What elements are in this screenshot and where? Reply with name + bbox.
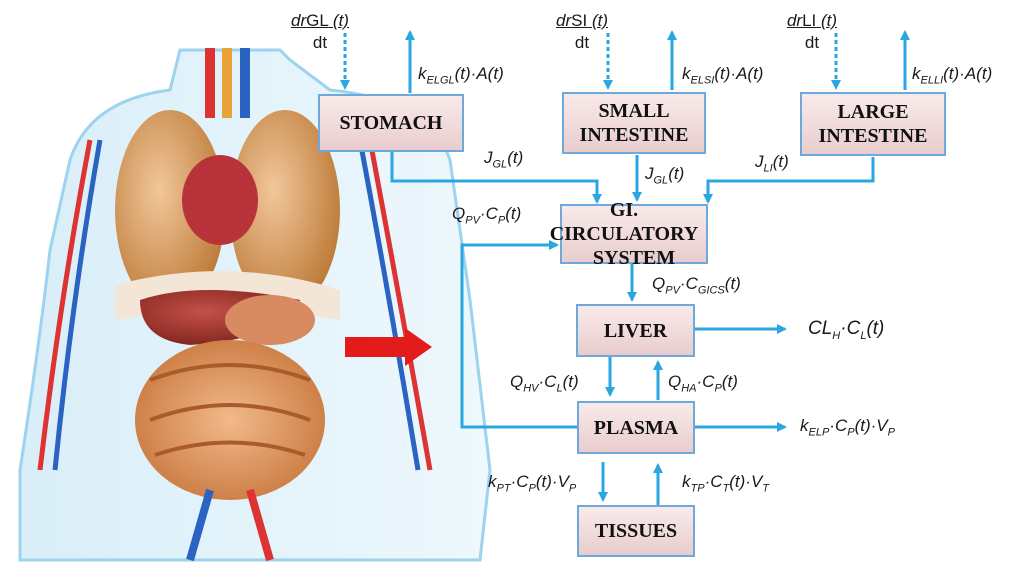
plasma-label: PLASMA bbox=[593, 416, 679, 439]
label-k-elgl: kELGL(t)·A(t) bbox=[418, 64, 504, 87]
large-intestine-label-2: INTESTINE bbox=[818, 125, 928, 147]
stomach-label: STOMACH bbox=[339, 112, 443, 134]
gi-circulatory-box: GI. CIRCULATORY SYSTEM bbox=[550, 199, 708, 269]
dissolution-gl-t: (t) bbox=[332, 11, 349, 30]
label-q-pv-cgics: QPV·CGICS(t) bbox=[652, 274, 741, 297]
gi-circulatory-label-1: GI. CIRCULATORY bbox=[549, 199, 699, 245]
dissolution-si-dr: dr bbox=[556, 11, 572, 30]
small-intestine-label-1: SMALL bbox=[598, 100, 670, 122]
label-q-hv: QHV·CL(t) bbox=[510, 372, 579, 395]
stomach-box: STOMACH bbox=[318, 94, 464, 152]
dissolution-li-t: (t) bbox=[821, 11, 838, 30]
tissues-label: TISSUES bbox=[594, 520, 678, 542]
dissolution-si-den: dt bbox=[574, 33, 590, 52]
label-j-gl-si: JGL(t) bbox=[645, 164, 685, 187]
label-k-elsi: kELSI(t)·A(t) bbox=[682, 64, 764, 87]
gi-circulatory-label-2: SYSTEM bbox=[592, 247, 676, 269]
label-k-tp: kTP·CT(t)·VT bbox=[682, 472, 770, 495]
dissolution-li-sub: LI bbox=[802, 11, 817, 30]
dissolution-si-t: (t) bbox=[591, 11, 608, 30]
tissues-box: TISSUES bbox=[577, 505, 695, 557]
dissolution-si: drSI (t) dt bbox=[542, 10, 622, 54]
label-k-elli: kELLI(t)·A(t) bbox=[912, 64, 993, 87]
liver-box: LIVER bbox=[576, 304, 695, 357]
small-intestine-label-2: INTESTINE bbox=[579, 124, 689, 146]
dissolution-gl-den: dt bbox=[312, 33, 328, 52]
red-pointer-arrow bbox=[345, 328, 432, 366]
liver-label: LIVER bbox=[603, 319, 668, 342]
label-cl-h: CLH·CL(t) bbox=[808, 318, 885, 342]
small-intestine-box: SMALL INTESTINE bbox=[562, 92, 706, 154]
large-intestine-box: LARGE INTESTINE bbox=[800, 92, 946, 156]
large-intestine-label-1: LARGE bbox=[837, 101, 909, 123]
label-k-elp: kELP·CP(t)·VP bbox=[800, 416, 895, 439]
dissolution-gl-dr: dr bbox=[291, 11, 307, 30]
label-q-pv-cp: QPV·CP(t) bbox=[452, 204, 522, 227]
dissolution-li: drLI (t) dt bbox=[772, 10, 852, 54]
label-q-ha: QHA·CP(t) bbox=[668, 372, 738, 395]
dissolution-li-dr: dr bbox=[786, 11, 803, 30]
dissolution-gl: drGL (t) dt bbox=[280, 10, 360, 54]
dissolution-gl-sub: GL bbox=[306, 11, 329, 30]
human-anatomy-illustration bbox=[18, 48, 492, 562]
dissolution-si-sub: SI bbox=[571, 11, 588, 30]
label-j-li: JLI(t) bbox=[755, 152, 789, 175]
plasma-box: PLASMA bbox=[577, 401, 695, 454]
label-j-gl-stomach: JGL(t) bbox=[484, 148, 524, 171]
dissolution-li-den: dt bbox=[804, 33, 820, 52]
label-k-pt: kPT·CP(t)·VP bbox=[488, 472, 577, 495]
